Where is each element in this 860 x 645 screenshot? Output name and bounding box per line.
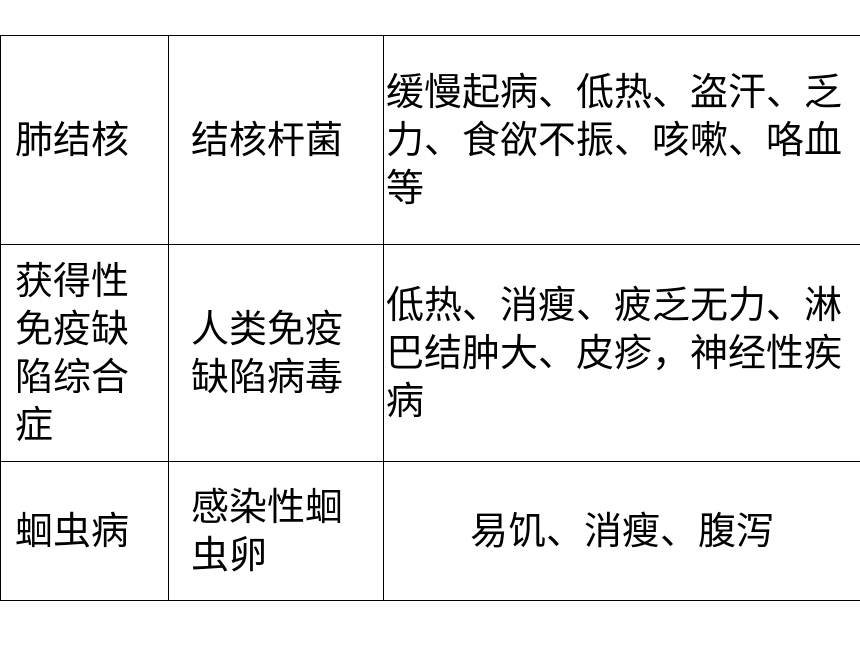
symptoms-text: 缓慢起病、低热、盗汗、乏力、食欲不振、咳嗽、咯血等 [386, 70, 843, 210]
disease-cell: 蛔虫病 [0, 461, 169, 601]
disease-cell: 获得性免疫缺陷综合症 [0, 244, 169, 462]
pathogen-cell: 人类免疫缺陷病毒 [168, 244, 384, 462]
pathogen-cell: 结核杆菌 [168, 35, 384, 245]
symptoms-cell: 低热、消瘦、疲乏无力、淋巴结肿大、皮疹，神经性疾病 [383, 244, 860, 462]
pathogen-name: 结核杆菌 [191, 118, 344, 162]
symptoms-text: 易饥、消瘦、腹泻 [469, 509, 774, 553]
disease-name: 获得性免疫缺陷综合症 [15, 259, 130, 447]
disease-table: 肺结核 结核杆菌 缓慢起病、低热、盗汗、乏力、食欲不振、咳嗽、咯血等 获得性免疫… [0, 35, 860, 601]
pathogen-name: 感染性蛔虫卵 [191, 485, 344, 577]
table-row: 蛔虫病 感染性蛔虫卵 易饥、消瘦、腹泻 [0, 461, 860, 601]
symptoms-cell: 易饥、消瘦、腹泻 [383, 461, 860, 601]
symptoms-cell: 缓慢起病、低热、盗汗、乏力、食欲不振、咳嗽、咯血等 [383, 35, 860, 245]
disease-name: 肺结核 [15, 118, 130, 162]
table-row: 获得性免疫缺陷综合症 人类免疫缺陷病毒 低热、消瘦、疲乏无力、淋巴结肿大、皮疹，… [0, 244, 860, 462]
pathogen-cell: 感染性蛔虫卵 [168, 461, 384, 601]
symptoms-text: 低热、消瘦、疲乏无力、淋巴结肿大、皮疹，神经性疾病 [386, 283, 843, 423]
table-row: 肺结核 结核杆菌 缓慢起病、低热、盗汗、乏力、食欲不振、咳嗽、咯血等 [0, 35, 860, 245]
disease-cell: 肺结核 [0, 35, 169, 245]
pathogen-name: 人类免疫缺陷病毒 [191, 307, 344, 399]
disease-name: 蛔虫病 [15, 509, 130, 553]
